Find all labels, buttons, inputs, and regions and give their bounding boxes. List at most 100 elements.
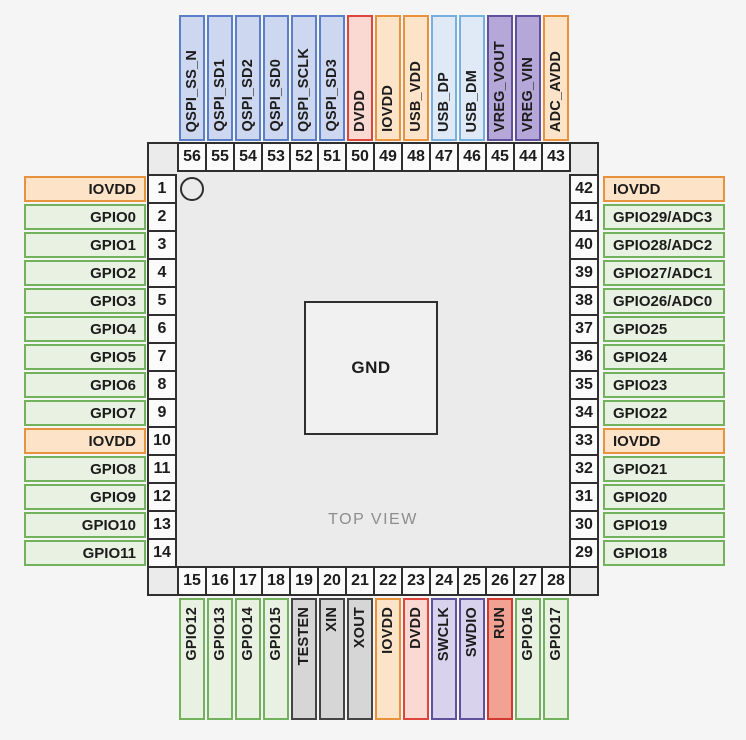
pin-1-number: 1 [147, 174, 177, 204]
pin-7-label: GPIO5 [24, 344, 146, 370]
pin-43-number: 43 [541, 142, 571, 172]
pin-33-label: IOVDD [603, 428, 725, 454]
pin-9-label: GPIO7 [24, 400, 146, 426]
pin-8-label: GPIO6 [24, 372, 146, 398]
pin-17-label: GPIO14 [235, 598, 261, 720]
pin-47-number: 47 [429, 142, 459, 172]
pin-label-text: GPIO9 [90, 488, 136, 506]
pin-3-label: GPIO1 [24, 232, 146, 258]
pin-label-text: GPIO16 [520, 607, 536, 661]
pin-label-text: DVDD [408, 607, 424, 649]
pin-8-number: 8 [147, 370, 177, 400]
pin-56-number: 56 [177, 142, 207, 172]
pin-label-text: GPIO1 [90, 236, 136, 254]
pin-label-text: SWDIO [464, 607, 480, 658]
pin-53-label: QSPI_SD0 [263, 15, 289, 141]
pin-label-text: GPIO8 [90, 460, 136, 478]
pin-14-label: GPIO11 [24, 540, 146, 566]
pin-45-label: VREG_VOUT [487, 15, 513, 141]
pin-13-number: 13 [147, 510, 177, 540]
pin-19-number: 19 [289, 566, 319, 596]
pin-14-number: 14 [147, 538, 177, 568]
pin-52-number: 52 [289, 142, 319, 172]
pin-5-label: GPIO3 [24, 288, 146, 314]
pin-label-text: VREG_VIN [520, 57, 536, 132]
pin-19-label: TESTEN [291, 598, 317, 720]
pin-43-label: ADC_AVDD [543, 15, 569, 141]
pin-49-number: 49 [373, 142, 403, 172]
pin-label-text: VREG_VOUT [492, 40, 508, 132]
pin-12-label: GPIO9 [24, 484, 146, 510]
pin-label-text: XOUT [352, 607, 368, 649]
pin-26-label: RUN [487, 598, 513, 720]
pin-33-number: 33 [569, 426, 599, 456]
pin-24-label: SWCLK [431, 598, 457, 720]
pin-16-label: GPIO13 [207, 598, 233, 720]
pin-27-number: 27 [513, 566, 543, 596]
pin-label-text: USB_VDD [408, 61, 424, 132]
pin-44-number: 44 [513, 142, 543, 172]
pin-37-label: GPIO25 [603, 316, 725, 342]
pin-6-label: GPIO4 [24, 316, 146, 342]
pin-3-number: 3 [147, 230, 177, 260]
pin-label-text: GPIO17 [548, 607, 564, 661]
pin-18-number: 18 [261, 566, 291, 596]
pin-9-number: 9 [147, 398, 177, 428]
pin-23-label: DVDD [403, 598, 429, 720]
pin-label-text: IOVDD [613, 432, 661, 450]
pin-51-label: QSPI_SD3 [319, 15, 345, 141]
pin-label-text: GPIO14 [240, 607, 256, 661]
pin-label-text: XIN [324, 607, 340, 632]
pin-label-text: GPIO24 [613, 348, 668, 366]
pin-label-text: DVDD [352, 90, 368, 132]
pin-label-text: GPIO11 [82, 544, 136, 562]
pin-40-label: GPIO28/ADC2 [603, 232, 725, 258]
pin-label-text: GPIO21 [613, 460, 668, 478]
pin-label-text: QSPI_SD1 [212, 59, 228, 132]
pin-30-number: 30 [569, 510, 599, 540]
pin-39-label: GPIO27/ADC1 [603, 260, 725, 286]
pin-45-number: 45 [485, 142, 515, 172]
pin-20-number: 20 [317, 566, 347, 596]
pin-label-text: IOVDD [380, 607, 396, 654]
pin-label-text: GPIO29/ADC3 [613, 208, 713, 226]
pin-label-text: GPIO27/ADC1 [613, 264, 713, 282]
pin-label-text: GPIO10 [81, 516, 136, 534]
pin-46-number: 46 [457, 142, 487, 172]
pin-40-number: 40 [569, 230, 599, 260]
pin-2-number: 2 [147, 202, 177, 232]
pin1-indicator-icon [180, 177, 204, 201]
pin-label-text: GPIO6 [90, 376, 136, 394]
pin-6-number: 6 [147, 314, 177, 344]
pin-56-label: QSPI_SS_N [179, 15, 205, 141]
pin-24-number: 24 [429, 566, 459, 596]
pin-48-label: USB_VDD [403, 15, 429, 141]
pin-20-label: XIN [319, 598, 345, 720]
pin-23-number: 23 [401, 566, 431, 596]
pin-5-number: 5 [147, 286, 177, 316]
pin-label-text: IOVDD [380, 85, 396, 132]
pin-29-label: GPIO18 [603, 540, 725, 566]
pin-22-label: IOVDD [375, 598, 401, 720]
pin-17-number: 17 [233, 566, 263, 596]
pin-11-label: GPIO8 [24, 456, 146, 482]
pin-label-text: GPIO0 [90, 208, 136, 226]
pin-label-text: GPIO26/ADC0 [613, 292, 713, 310]
pin-label-text: GPIO2 [90, 264, 136, 282]
pin-42-number: 42 [569, 174, 599, 204]
pin-4-number: 4 [147, 258, 177, 288]
pin-label-text: GPIO7 [90, 404, 136, 422]
pin-label-text: GPIO4 [90, 320, 136, 338]
pin-34-number: 34 [569, 398, 599, 428]
pin-55-label: QSPI_SD1 [207, 15, 233, 141]
pin-36-number: 36 [569, 342, 599, 372]
pin-42-label: IOVDD [603, 176, 725, 202]
pin-10-number: 10 [147, 426, 177, 456]
